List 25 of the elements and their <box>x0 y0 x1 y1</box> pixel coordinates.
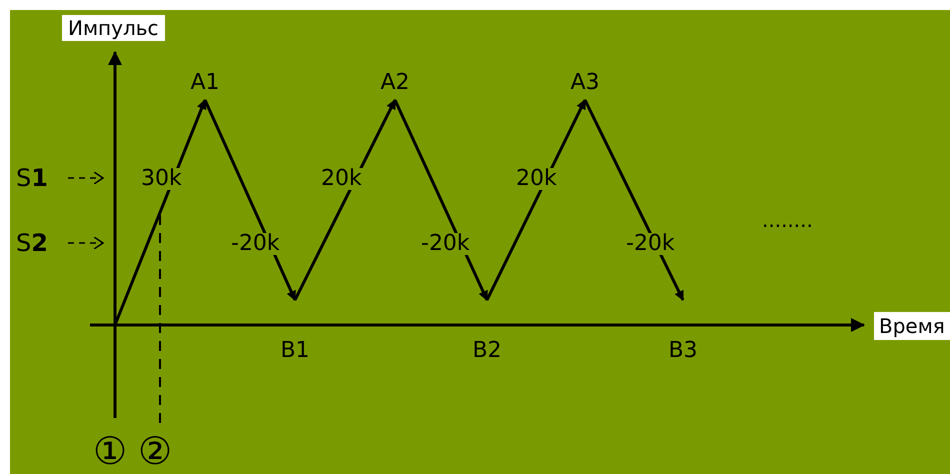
arrow <box>114 99 206 326</box>
edge-label: 30k <box>140 168 183 190</box>
axis-title: Импульс <box>62 15 165 41</box>
point-label: A3 <box>570 72 600 94</box>
ellipsis: ........ <box>762 210 813 230</box>
level-label: S1 <box>16 166 48 190</box>
axis-title: Время <box>874 312 950 340</box>
step-number: ② <box>138 432 172 470</box>
arrow <box>584 99 684 301</box>
level-label: S2 <box>16 231 48 255</box>
edge-label: -20k <box>420 233 471 255</box>
step-number: ① <box>93 432 128 470</box>
edge-label: -20k <box>625 233 676 255</box>
point-label: B1 <box>280 340 310 362</box>
arrow <box>394 99 488 301</box>
point-label: A2 <box>380 72 410 94</box>
point-label: B2 <box>472 340 502 362</box>
arrow <box>294 99 396 301</box>
edge-label: 20k <box>515 168 558 190</box>
arrow <box>486 99 586 301</box>
point-label: A1 <box>190 72 220 94</box>
point-label: B3 <box>668 340 698 362</box>
edge-label: 20k <box>320 168 363 190</box>
edge-label: -20k <box>230 233 281 255</box>
arrow <box>204 99 296 301</box>
